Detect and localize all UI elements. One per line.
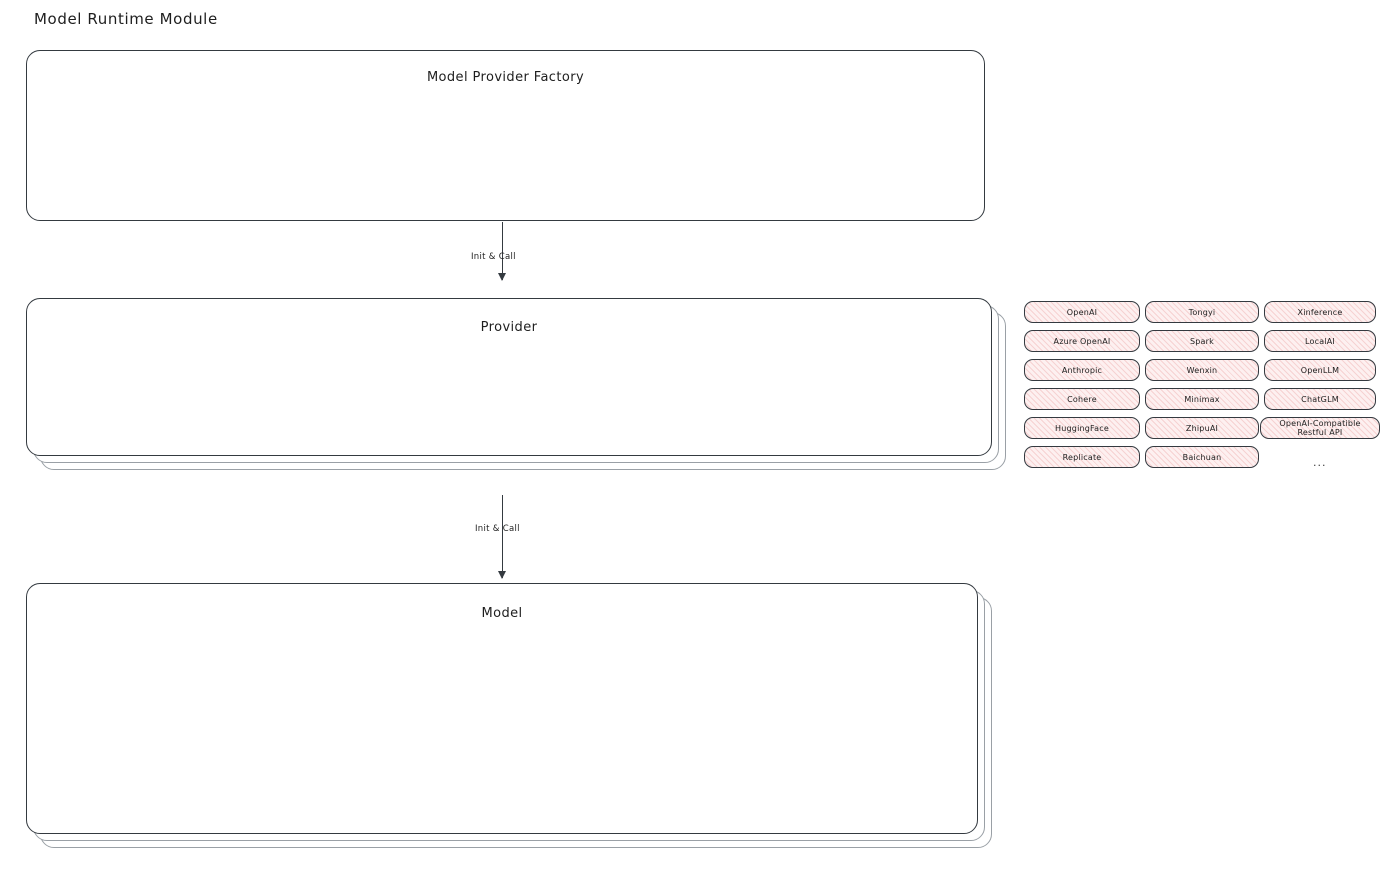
pill-label: Replicate (1062, 452, 1102, 462)
model-provider-factory-title: Model Provider Factory (426, 70, 585, 85)
pill-label: Minimax (1184, 394, 1220, 404)
provider-pill-openllm[interactable]: OpenLLM (1264, 359, 1376, 381)
provider-pill-tongyi[interactable]: Tongyi (1145, 301, 1259, 323)
pill-label: OpenAI-Compatible Restful API (1279, 419, 1361, 437)
pill-label: Tongyi (1188, 307, 1216, 317)
provider-frame: Provider (26, 298, 992, 456)
provider-pill-openai[interactable]: OpenAI (1024, 301, 1140, 323)
pill-label: Xinference (1297, 307, 1343, 317)
provider-pill-spark[interactable]: Spark (1145, 330, 1259, 352)
pill-label: ChatGLM (1301, 394, 1339, 404)
provider-pill-chatglm[interactable]: ChatGLM (1264, 388, 1376, 410)
provider-pill-minimax[interactable]: Minimax (1145, 388, 1259, 410)
pill-label: Cohere (1067, 394, 1097, 404)
provider-pill-localai[interactable]: LocalAI (1264, 330, 1376, 352)
provider-pill-zhipuai[interactable]: ZhipuAI (1145, 417, 1259, 439)
provider-pill-anthropic[interactable]: Anthropic (1024, 359, 1140, 381)
provider-pill-wenxin[interactable]: Wenxin (1145, 359, 1259, 381)
model-title: Model (481, 606, 523, 621)
provider-pill-xinference[interactable]: Xinference (1264, 301, 1376, 323)
page-title: Model Runtime Module (34, 10, 218, 28)
pill-label: Wenxin (1186, 365, 1218, 375)
provider-title: Provider (480, 320, 538, 335)
arrow-label-init-and-call-1: Init & Call (471, 252, 516, 262)
pill-label: LocalAI (1305, 336, 1335, 346)
pill-label: ZhipuAI (1185, 423, 1219, 433)
arrow-label-init-and-call-2: Init & Call (475, 524, 520, 534)
pill-label: OpenAI (1066, 307, 1098, 317)
pill-label: HuggingFace (1055, 423, 1109, 433)
provider-pill-huggingface[interactable]: HuggingFace (1024, 417, 1140, 439)
model-provider-factory-frame: Model Provider Factory (26, 50, 985, 221)
provider-pill-replicate[interactable]: Replicate (1024, 446, 1140, 468)
model-frame: Model (26, 583, 978, 834)
provider-list-more-indicator: ... (1313, 456, 1327, 469)
provider-pill-baichuan[interactable]: Baichuan (1145, 446, 1259, 468)
provider-pill-azure-openai[interactable]: Azure OpenAI (1024, 330, 1140, 352)
provider-pill-cohere[interactable]: Cohere (1024, 388, 1140, 410)
pill-label: Azure OpenAI (1053, 336, 1111, 346)
provider-pill-openai-compatible-restful-api[interactable]: OpenAI-Compatible Restful API (1260, 417, 1380, 439)
pill-label: Spark (1190, 336, 1214, 346)
pill-label: Baichuan (1182, 452, 1222, 462)
pill-label: Anthropic (1061, 365, 1103, 375)
pill-label: OpenLLM (1300, 365, 1340, 375)
